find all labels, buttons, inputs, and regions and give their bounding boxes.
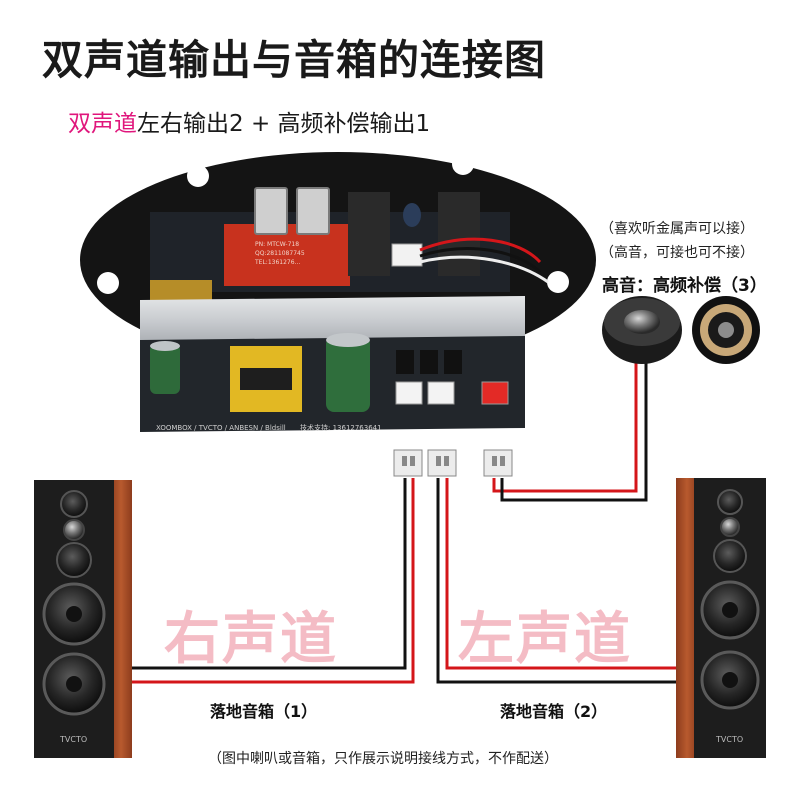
speaker-brand: TVCTO — [59, 735, 87, 744]
driver-midrange — [56, 542, 92, 578]
audio-jack — [438, 192, 480, 276]
mounting-hole — [452, 153, 474, 175]
board-support-text: 技术支持: 13612763641 — [300, 423, 382, 432]
transistor — [444, 350, 462, 374]
plug-pin — [436, 456, 441, 466]
right-channel-watermark: 右声道 — [164, 607, 338, 672]
heatsink-cover — [140, 296, 525, 344]
mounting-hole — [547, 271, 569, 293]
left-channel-watermark: 左声道 — [458, 607, 632, 672]
tweeter — [602, 296, 760, 364]
driver-woofer-cap — [722, 672, 738, 688]
white-connector — [391, 243, 423, 267]
transistor — [420, 350, 438, 374]
tweeter-note-2: （高音，可接也可不接） — [600, 245, 754, 261]
capacitor — [150, 344, 180, 394]
mounting-hole — [187, 165, 209, 187]
red-pcb-text: PN: MTCW-718 — [255, 241, 299, 248]
wire-black-right-channel — [130, 478, 407, 670]
red-pcb-text: TEL:1361276... — [254, 259, 300, 266]
cabinet-side — [110, 480, 132, 758]
amplifier-board: PN: MTCW-718 QQ:2811087745 TEL:1361276..… — [80, 152, 596, 432]
output-connector-left — [395, 381, 423, 405]
wire-red-left-channel — [445, 478, 676, 670]
floor-speaker-left: TVCTO — [34, 480, 132, 758]
plug-pin — [444, 456, 449, 466]
internal-wire — [419, 247, 542, 274]
wire-red-right-channel — [130, 478, 415, 684]
capacitor — [326, 336, 370, 412]
audio-jack — [348, 192, 390, 276]
wire-black-left-channel — [436, 478, 676, 684]
wire-black-tweeter — [500, 362, 648, 502]
tweeter-note-1: （喜欢听金属声可以接） — [600, 221, 754, 237]
driver-tweeter — [63, 519, 85, 541]
usb-port — [296, 187, 330, 235]
driver-woofer-cap — [66, 676, 82, 692]
driver-tweeter — [60, 490, 88, 518]
capacitor — [326, 333, 370, 347]
tweeter-dome — [624, 310, 660, 334]
disclaimer: （图中喇叭或音箱，只作展示说明接线方式，不作配送） — [208, 751, 558, 767]
plug-right-channel — [393, 449, 423, 477]
driver-midrange — [713, 539, 747, 573]
subtitle-highlight: 双声道 — [68, 111, 137, 137]
cabinet-side — [676, 478, 698, 758]
driver-tweeter — [720, 517, 740, 537]
driver-woofer-cap — [66, 606, 82, 622]
plug-pin — [410, 456, 415, 466]
output-connector-tweeter — [481, 381, 509, 405]
transistor — [396, 350, 414, 374]
board-brand-text: XOOMBOX / TVCTO / ANBESN / Bldsill — [156, 424, 286, 432]
red-pcb-text: QQ:2811087745 — [255, 250, 305, 257]
page-title: 双声道输出与音箱的连接图 — [42, 36, 546, 84]
subtitle: 双声道左右输出2 + 高频补偿输出1 — [68, 104, 430, 138]
capacitor-small — [403, 203, 421, 227]
plug-pin — [402, 456, 407, 466]
plug-pin — [500, 456, 505, 466]
wire-red-tweeter — [492, 362, 638, 493]
capacitor — [150, 341, 180, 351]
plug-tweeter — [483, 449, 513, 477]
internal-wire — [419, 255, 549, 284]
internal-wire — [419, 237, 542, 264]
plug-left-channel — [427, 449, 457, 477]
plugs — [393, 449, 513, 477]
usb-port — [254, 187, 288, 235]
subtitle-rest: 左右输出2 + 高频补偿输出1 — [137, 111, 431, 137]
output-connector-right — [427, 381, 455, 405]
tweeter-label: 高音：高频补偿（3） — [602, 276, 767, 296]
driver-woofer-cap — [722, 602, 738, 618]
floor-speaker-right: TVCTO — [676, 478, 766, 758]
speaker-label-1: 落地音箱（1） — [210, 702, 318, 721]
plug-pin — [492, 456, 497, 466]
mounting-hole — [97, 272, 119, 294]
tweeter-back-center — [718, 322, 734, 338]
speaker-brand: TVCTO — [715, 735, 743, 744]
driver-tweeter — [717, 489, 743, 515]
speaker-label-2: 落地音箱（2） — [500, 702, 608, 721]
transformer-core — [240, 368, 292, 390]
wiring — [130, 362, 676, 684]
